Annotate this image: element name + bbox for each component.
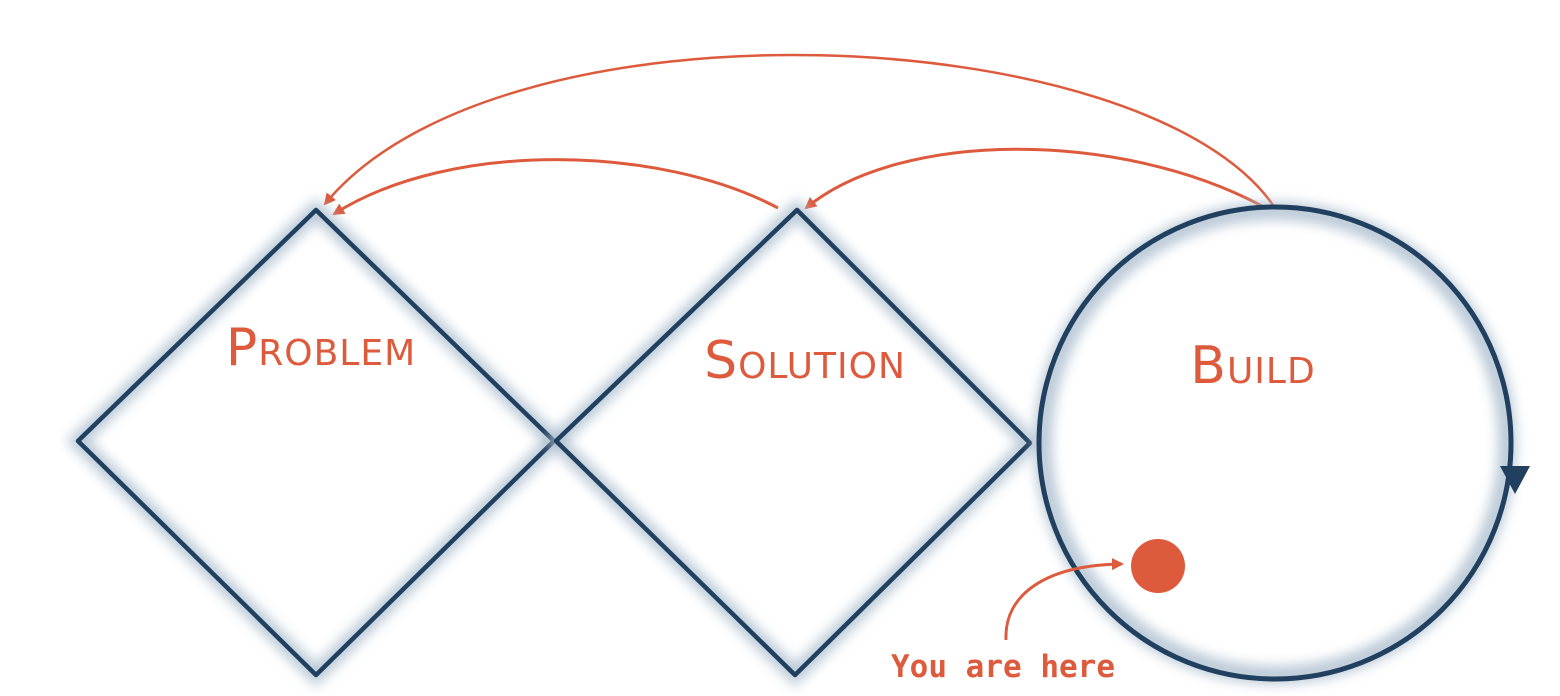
solution-diamond-shadow [544,198,1042,687]
solution-diamond [553,207,1033,678]
arrow-build-to-problem [323,53,1277,209]
build-stage: Build [1034,202,1530,684]
cycle-arrowhead-icon [1500,466,1530,494]
solution-stage: Solution [544,198,1042,687]
build-circle [1036,204,1514,682]
arrow-solution-to-problem [332,158,779,216]
arrow-build-to-solution [804,147,1263,210]
you-are-here-label: You are here [891,649,1115,685]
problem-diamond [75,207,557,678]
feedback-arrows [323,53,1277,216]
build-circle-shadow [1034,202,1516,684]
current-position-dot [1131,539,1185,593]
problem-stage: Problem [66,198,566,687]
current-position: You are here [891,539,1185,685]
current-position-pointer [1004,558,1124,641]
build-label: Build [1190,336,1315,396]
problem-label: Problem [226,318,416,378]
solution-label: Solution [704,331,906,391]
problem-diamond-shadow [66,198,566,687]
